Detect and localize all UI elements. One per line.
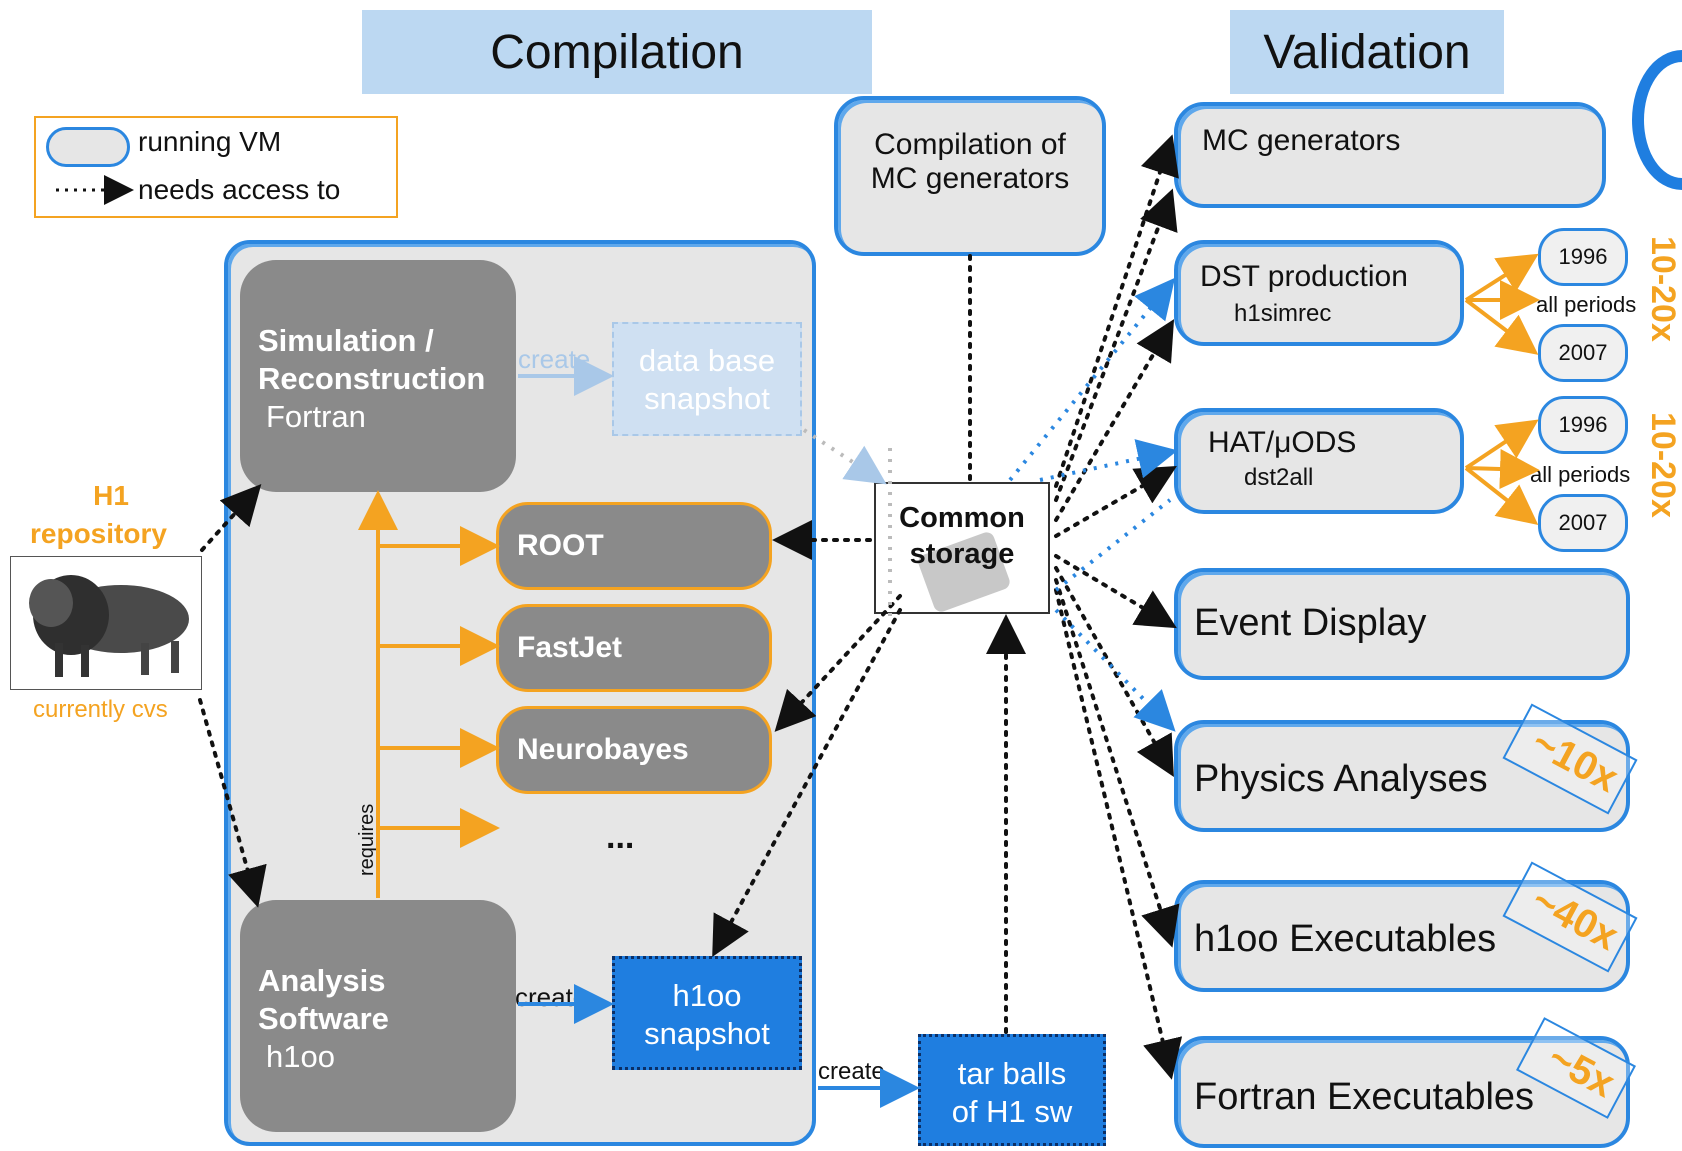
hat-title: HAT/μODS	[1208, 426, 1357, 459]
requires-tree	[358, 490, 500, 898]
validation-header-text: Validation	[1263, 25, 1471, 79]
h1oo-snap-line2: snapshot	[644, 1016, 770, 1051]
lib-root: ROOT	[496, 502, 772, 590]
storage-line1: Common	[899, 502, 1025, 534]
analysis-line2: Software	[258, 1001, 389, 1036]
storage-line2: storage	[909, 538, 1015, 570]
lib-fastjet: FastJet	[496, 604, 772, 692]
lib-more: ...	[606, 818, 635, 856]
hat-period-2007: 2007	[1538, 494, 1628, 552]
vm-hat-uods: HAT/μODS dst2all	[1174, 408, 1464, 514]
create-tarball-label: create	[818, 1058, 885, 1085]
dst-period-1996: 1996	[1538, 228, 1628, 286]
database-snapshot: data base snapshot	[612, 322, 802, 436]
tarballs-box: tar balls of H1 sw	[918, 1034, 1106, 1146]
compilation-header: Compilation	[362, 10, 872, 94]
mc-gen-label: MC generators	[1202, 124, 1401, 157]
validation-header: Validation	[1230, 10, 1504, 94]
blue-access-arrows	[1008, 277, 1178, 732]
period-fans	[1464, 253, 1540, 525]
analysis-line3: h1oo	[266, 1039, 335, 1074]
legend-vm-symbol	[46, 127, 130, 167]
sim-line3: Fortran	[266, 399, 366, 434]
analysis-software-box: Analysis Software h1oo	[240, 900, 516, 1132]
vm-physics-analyses: Physics Analyses	[1174, 720, 1630, 832]
dst-period-2007: 2007	[1538, 324, 1628, 382]
repo-title-line1: H1	[93, 480, 129, 511]
db-to-storage	[802, 428, 892, 616]
legend-needs-access: needs access to	[138, 174, 341, 205]
analysis-line1: Analysis	[258, 963, 386, 998]
legend	[34, 116, 398, 218]
mc-compile-vm: Compilation of MC generators	[834, 96, 1106, 256]
simulation-reconstruction-box: Simulation / Reconstruction Fortran	[240, 260, 516, 492]
vm-dst-production: DST production h1simrec	[1174, 240, 1464, 346]
h1oo-snapshot: h1oo snapshot	[612, 956, 802, 1070]
bison-image	[10, 556, 202, 690]
dst-sub: h1simrec	[1234, 300, 1332, 327]
vm-mc-generators: MC generators	[1174, 102, 1606, 208]
dst-title: DST production	[1200, 260, 1408, 293]
legend-running-vm: running VM	[138, 126, 282, 157]
repo-title-line2: repository	[30, 518, 167, 549]
h1oo-exec-label: h1oo Executables	[1194, 918, 1497, 960]
lib-neurobayes: Neurobayes	[496, 706, 772, 794]
fortran-exec-label: Fortran Executables	[1194, 1076, 1535, 1118]
physics-label: Physics Analyses	[1194, 758, 1488, 800]
db-line1: data base	[638, 343, 776, 378]
h1oo-snap-line1: h1oo	[672, 978, 742, 1013]
tar-line1: tar balls	[957, 1056, 1067, 1091]
tar-line2: of H1 sw	[951, 1094, 1073, 1129]
mc-compile-line1: Compilation of	[874, 128, 1066, 161]
common-storage: Common storage	[874, 482, 1050, 614]
vm-h1oo-executables: h1oo Executables	[1174, 880, 1630, 992]
event-display-label: Event Display	[1194, 602, 1427, 644]
compilation-header-text: Compilation	[490, 25, 744, 79]
db-line2: snapshot	[644, 381, 770, 416]
hat-period-1996: 1996	[1538, 396, 1628, 454]
repo-note: currently cvs	[33, 696, 168, 723]
access-arrows	[198, 134, 1183, 1080]
hat-sub: dst2all	[1244, 464, 1314, 491]
mc-compile-line2: MC generators	[870, 162, 1070, 195]
sim-line1: Simulation /	[258, 323, 434, 358]
vm-fortran-executables: Fortran Executables	[1174, 1036, 1630, 1148]
hat-all-periods: all periods	[1530, 462, 1631, 487]
dst-all-periods: all periods	[1536, 292, 1637, 317]
sim-line2: Reconstruction	[258, 361, 486, 396]
